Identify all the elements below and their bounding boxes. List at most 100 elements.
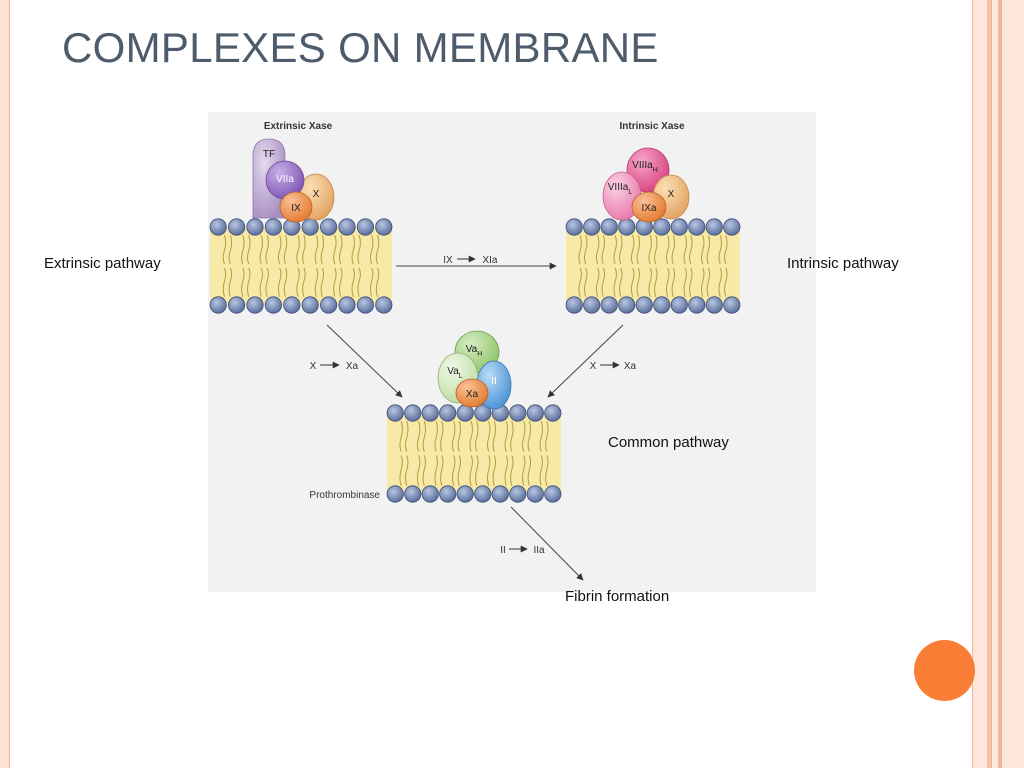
phospholipid-head — [283, 296, 301, 314]
lipid-tail — [584, 235, 588, 265]
x-label: X — [668, 189, 675, 200]
ixa-label: IXa — [641, 203, 656, 214]
lipid-tail — [654, 267, 658, 297]
lipid-tail — [375, 267, 380, 297]
lipid-tail — [338, 235, 343, 265]
va-h-sub: H — [477, 351, 482, 358]
tf-label: TF — [263, 149, 275, 160]
lipid-tail — [706, 235, 711, 265]
phospholipid-head — [618, 296, 636, 314]
xa-label: Xa — [466, 389, 479, 400]
phospholipid-head — [509, 404, 527, 422]
phospholipid-head — [356, 218, 374, 236]
lipid-tail — [351, 267, 356, 297]
prothrombinase-complex: VaH VaL II Xa — [437, 330, 512, 410]
lipid-tail — [665, 267, 670, 297]
lipid-tail — [527, 421, 532, 452]
lipid-tail — [228, 235, 233, 265]
lipid-tail — [296, 267, 300, 297]
phospholipid-head — [209, 218, 227, 236]
va-l-sub: L — [459, 373, 463, 380]
phospholipid-head — [375, 296, 393, 314]
lipid-tail — [584, 267, 588, 297]
phospholipid-head — [439, 485, 457, 503]
lipid-tail — [539, 455, 543, 486]
membrane-extrinsic — [209, 218, 393, 314]
lipid-tail — [451, 455, 456, 486]
phospholipid-head — [264, 218, 282, 236]
lipid-tail — [259, 267, 264, 297]
phospholipid-head — [583, 218, 601, 236]
lipid-tail — [369, 235, 374, 265]
phospholipid-head — [404, 485, 422, 503]
lipid-tail — [228, 267, 233, 297]
reaction-ii-to-iia: II IIa — [500, 545, 545, 556]
lipid-tail — [578, 267, 582, 297]
phospholipid-head — [705, 296, 723, 314]
lipid-tail — [689, 267, 693, 297]
lipid-tail — [320, 235, 325, 265]
ixa-protein — [631, 191, 667, 223]
lipid-tail — [504, 421, 508, 452]
phospholipid-head — [375, 218, 393, 236]
phospholipid-head — [526, 404, 544, 422]
lipid-tail — [545, 421, 549, 452]
phospholipid-head — [688, 296, 706, 314]
phospholipid-head — [246, 218, 264, 236]
lipid-tail — [601, 235, 606, 265]
lipid-tail — [399, 455, 403, 486]
lipid-tail — [440, 421, 444, 452]
lipid-tail — [405, 455, 409, 486]
viiia-l-sub: L — [628, 189, 632, 196]
reaction-to: XIa — [482, 255, 497, 266]
va-l-name: Va — [447, 366, 459, 377]
extrinsic-pathway-label: Extrinsic pathway — [44, 255, 161, 272]
phospholipid-head — [670, 296, 688, 314]
lipid-tail — [724, 267, 728, 297]
ix-protein — [279, 191, 313, 223]
lipid-tail — [706, 267, 711, 297]
lipid-tail — [302, 267, 306, 297]
reaction-to: IIa — [533, 545, 545, 556]
lipid-tail — [375, 235, 380, 265]
phospholipid-head — [653, 218, 671, 236]
lipid-tail — [578, 235, 582, 265]
lipid-tail — [486, 421, 491, 452]
phospholipid-head — [526, 485, 544, 503]
lipid-tail — [595, 267, 600, 297]
lipid-tail — [222, 267, 227, 297]
right-border-stripe — [998, 0, 1001, 768]
ii-label: II — [491, 376, 497, 387]
lipid-tail — [545, 455, 549, 486]
phospholipid-head — [544, 404, 562, 422]
intrinsic-pathway-label: Intrinsic pathway — [787, 255, 899, 272]
lipid-core — [566, 227, 740, 305]
lipid-tail — [665, 235, 670, 265]
phospholipid-head — [456, 485, 474, 503]
lipid-tail — [671, 267, 676, 297]
intrinsic-xase-complex: VIIIaH VIIIaL X IXa — [602, 147, 690, 223]
lipid-tail — [718, 235, 722, 265]
lipid-tail — [277, 267, 282, 297]
x-label: X — [313, 189, 320, 200]
phospholipid-head — [338, 218, 356, 236]
lipid-tail — [510, 455, 514, 486]
phospholipid-head — [386, 485, 404, 503]
phospholipid-head — [618, 218, 636, 236]
intrinsic-xase-heading: Intrinsic Xase — [619, 121, 684, 132]
lipid-tail — [283, 267, 288, 297]
viiia-h-sub: H — [653, 167, 658, 174]
lipid-tail — [246, 267, 251, 297]
xa-protein — [455, 378, 489, 408]
lipid-tail — [683, 235, 687, 265]
lipid-tail — [296, 235, 300, 265]
lipid-tail — [369, 267, 374, 297]
lipid-tail — [539, 421, 543, 452]
lipid-tail — [648, 267, 652, 297]
lipid-tail — [475, 455, 479, 486]
lipid-tail — [357, 235, 361, 265]
phospholipid-head — [723, 218, 741, 236]
lipid-tail — [277, 235, 282, 265]
lipid-tail — [636, 235, 641, 265]
lipid-tail — [700, 235, 705, 265]
